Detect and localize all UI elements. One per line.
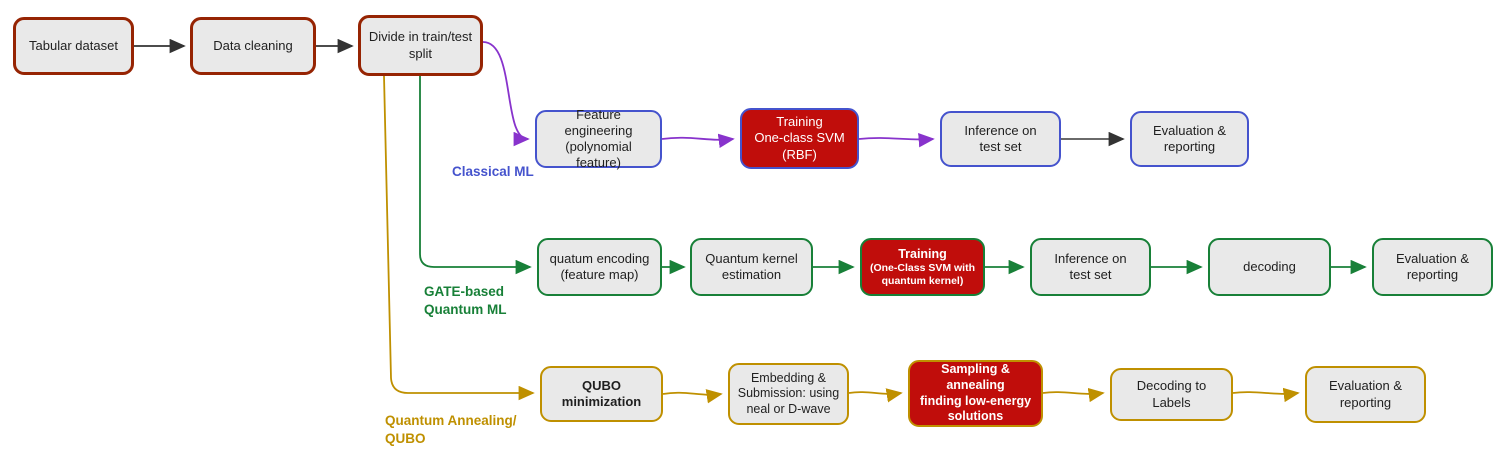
node-evaluation-gate: Evaluation & reporting <box>1372 238 1493 296</box>
node-label: Decoding to Labels <box>1136 378 1207 410</box>
node-sampling-annealing: Sampling & annealing finding low-energy … <box>908 360 1043 427</box>
node-label: QUBO minimization <box>561 377 642 409</box>
node-inference-test-classical: Inference on test set <box>940 111 1061 167</box>
branch-label-classical-ml: Classical ML <box>452 164 534 179</box>
node-label: Data cleaning <box>213 37 293 53</box>
node-evaluation-classical: Evaluation & reporting <box>1130 111 1249 167</box>
node-label: Sampling & annealing finding low-energy … <box>919 362 1032 424</box>
node-label: Divide in train/test split <box>368 29 473 61</box>
arrow-training-svm-to-inference <box>858 132 935 148</box>
node-quantum-encoding: quatum encoding (feature map) <box>537 238 662 296</box>
node-label: Training One-class SVM (RBF) <box>754 114 845 162</box>
node-qubo-minimization: QUBO minimization <box>540 366 663 422</box>
arrow-qubo-to-embedding <box>662 389 723 404</box>
node-feature-engineering: Feature engineering (polynomial feature) <box>535 107 662 170</box>
node-quantum-kernel-estimation: Quantum kernel estimation <box>690 238 813 296</box>
branch-label-quantum-annealing-qubo: Quantum Annealing/ QUBO <box>385 413 517 446</box>
node-title: Training <box>898 246 947 261</box>
connector-divide-to-quantum-encoding <box>419 76 532 275</box>
node-decoding: decoding <box>1208 238 1331 296</box>
node-divide-train-test: Divide in train/test split <box>358 15 483 76</box>
node-label: Feature engineering (polynomial feature) <box>564 106 633 171</box>
connector-divide-to-feature-engineering <box>482 41 530 147</box>
branch-label-gate-quantum-ml: GATE-based Quantum ML <box>424 284 507 317</box>
node-label: quatum encoding (feature map) <box>549 250 650 282</box>
node-label: Tabular dataset <box>29 37 118 53</box>
arrow-sampling-to-decoding-labels <box>1042 387 1105 403</box>
arrow-embedding-to-sampling <box>848 388 903 403</box>
node-label: Inference on test set <box>1054 250 1127 282</box>
node-label: Embedding & Submission: using neal or D-… <box>737 370 840 416</box>
node-training-quantum-kernel: Training (One-Class SVM with quantum ker… <box>860 238 985 296</box>
node-label: Evaluation & reporting <box>1396 250 1469 282</box>
node-inference-test-gate: Inference on test set <box>1030 238 1151 296</box>
node-label: Quantum kernel estimation <box>705 250 798 282</box>
node-tabular-dataset: Tabular dataset <box>13 17 134 75</box>
node-subtitle: (One-Class SVM with quantum kernel) <box>869 262 975 287</box>
node-decoding-to-labels: Decoding to Labels <box>1110 368 1233 421</box>
connector-divide-to-qubo-min <box>383 75 535 401</box>
node-label: decoding <box>1243 258 1296 274</box>
node-embedding-submission: Embedding & Submission: using neal or D-… <box>728 363 849 425</box>
arrow-decoding-labels-to-evaluation-qubo <box>1232 387 1300 403</box>
node-training-one-class-svm: Training One-class SVM (RBF) <box>740 108 859 169</box>
node-data-cleaning: Data cleaning <box>190 17 316 75</box>
node-label: Inference on test set <box>964 122 1037 154</box>
arrow-feature-to-training-svm <box>661 133 735 148</box>
node-label: Evaluation & reporting <box>1329 378 1402 410</box>
node-evaluation-qubo: Evaluation & reporting <box>1305 366 1426 423</box>
node-label: Evaluation & reporting <box>1153 122 1226 154</box>
